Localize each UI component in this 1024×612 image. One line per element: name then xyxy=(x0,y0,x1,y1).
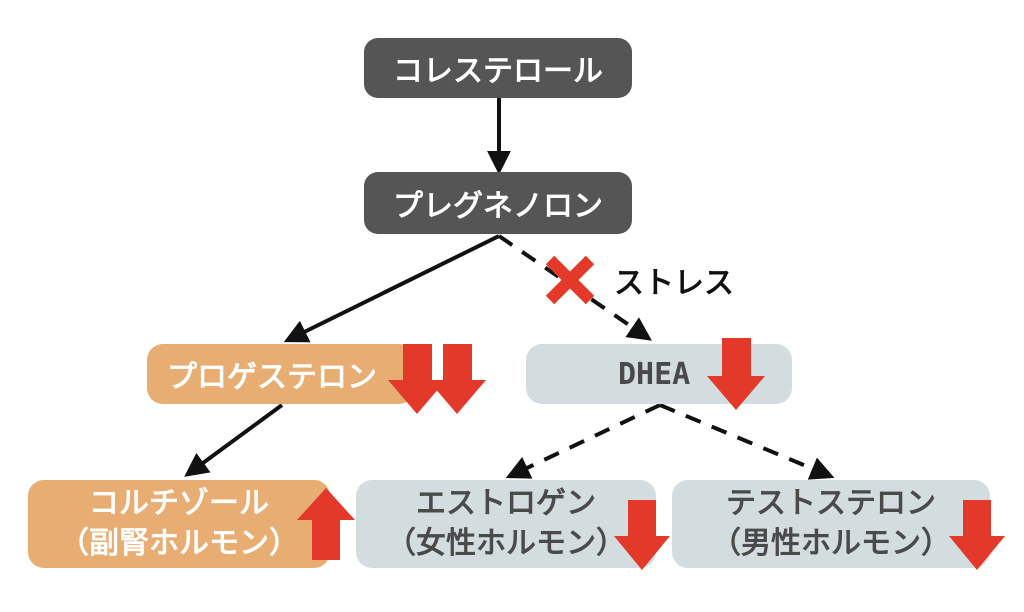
dashed-arrow-dhea-to-testosterone xyxy=(659,403,835,480)
node-label-line1: テストステロン xyxy=(726,486,936,521)
node-label: コレステロール xyxy=(393,54,603,89)
node-progesterone: プロゲステロン xyxy=(147,344,415,404)
arrow-progesterone-to-cortisol xyxy=(184,403,284,477)
node-label-line2: （副腎ホルモン） xyxy=(59,526,299,561)
node-pregnenolone: プレグネノロン xyxy=(364,172,632,234)
node-label-line2: （女性ホルモン） xyxy=(386,526,626,561)
node-label-line1: エストロゲン xyxy=(416,486,596,521)
node-label: プレグネノロン xyxy=(393,189,603,224)
node-label: DHEA xyxy=(618,356,691,392)
node-cortisol: コルチゾール （副腎ホルモン） xyxy=(28,480,330,568)
node-label: プロゲステロン xyxy=(167,360,377,395)
down-arrow-icon xyxy=(388,344,446,414)
arrow-pregnenolone-to-progesterone xyxy=(283,234,500,343)
node-label-line2: （男性ホルモン） xyxy=(711,526,951,561)
down-arrow-icon xyxy=(707,338,765,410)
node-cholesterol: コレステロール xyxy=(364,38,632,98)
node-label-line1: コルチゾール xyxy=(89,486,269,521)
down-arrow-icon xyxy=(949,500,1005,570)
stress-label: ストレス xyxy=(614,266,734,301)
down-arrow-icon xyxy=(614,500,670,570)
node-testosterone: テストステロン （男性ホルモン） xyxy=(672,480,990,568)
blocked-x-icon xyxy=(545,255,595,305)
node-estrogen: エストロゲン （女性ホルモン） xyxy=(356,480,656,568)
up-arrow-icon xyxy=(297,488,355,560)
down-arrow-icon xyxy=(428,344,486,414)
